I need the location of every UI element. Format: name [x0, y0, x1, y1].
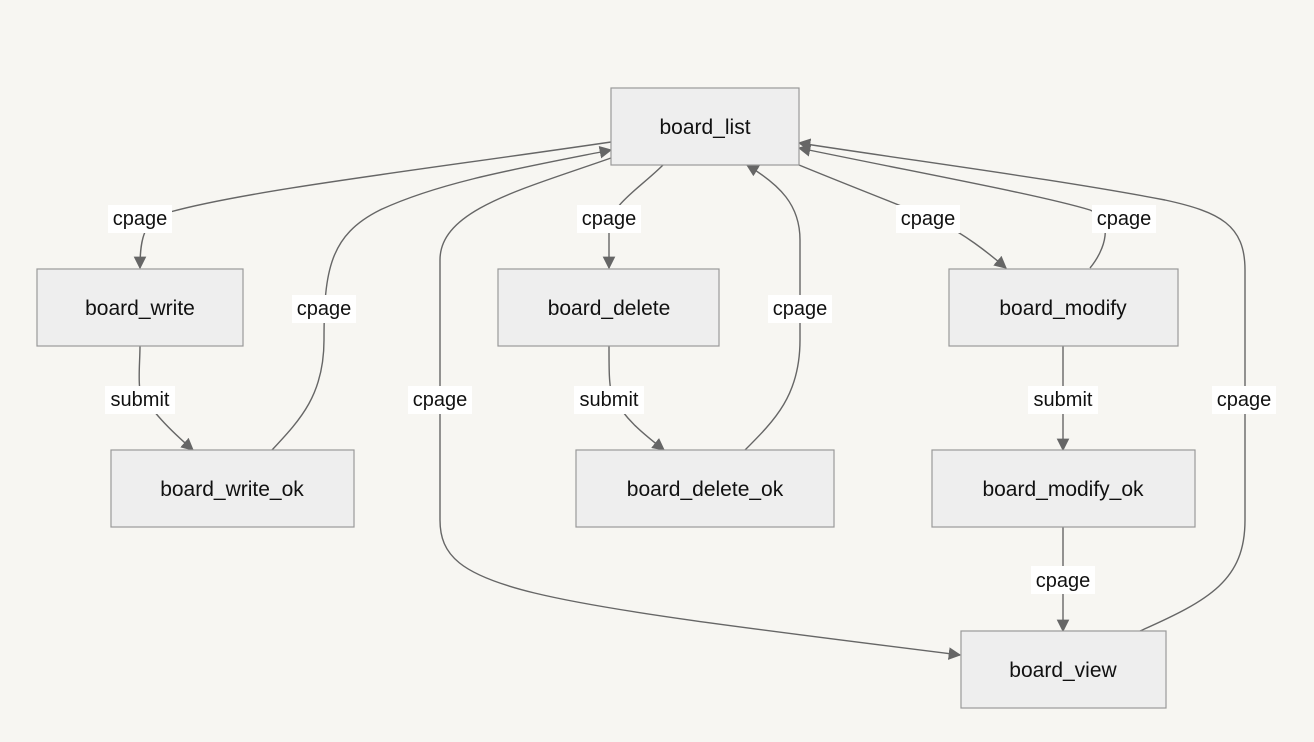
edge-view-to-list — [797, 138, 1246, 632]
svg-text:cpage: cpage — [413, 389, 468, 411]
svg-text:board_write_ok: board_write_ok — [160, 478, 304, 501]
svg-text:submit: submit — [111, 389, 170, 411]
svg-text:cpage: cpage — [773, 298, 828, 320]
edge-label-delete-to-delete-ok: submit — [574, 386, 644, 414]
edge-label-list-to-modify: cpage — [896, 205, 960, 233]
svg-text:board_list: board_list — [659, 116, 750, 139]
edge-delete-ok-to-list — [744, 164, 801, 451]
node-board-view: board_view — [960, 630, 1167, 709]
edge-label-list-to-write: cpage — [108, 205, 172, 233]
edge-label-write-ok-to-list: cpage — [292, 295, 356, 323]
svg-text:board_modify: board_modify — [999, 297, 1127, 320]
svg-text:board_delete_ok: board_delete_ok — [627, 478, 784, 501]
svg-text:cpage: cpage — [582, 208, 637, 230]
edge-write-ok-to-list — [271, 146, 613, 451]
svg-text:cpage: cpage — [1097, 208, 1152, 230]
edge-label-modify-to-list: cpage — [1092, 205, 1156, 233]
edge-label-list-to-delete: cpage — [577, 205, 641, 233]
node-board-delete-ok: board_delete_ok — [575, 449, 835, 528]
svg-text:board_delete: board_delete — [548, 297, 671, 320]
svg-text:cpage: cpage — [297, 298, 352, 320]
svg-text:cpage: cpage — [901, 208, 956, 230]
svg-text:submit: submit — [1034, 389, 1093, 411]
node-board-delete: board_delete — [497, 268, 720, 347]
edge-label-write-to-write-ok: submit — [105, 386, 175, 414]
node-board-write: board_write — [36, 268, 244, 347]
edge-modify-to-list — [797, 144, 1106, 269]
node-board-modify-ok: board_modify_ok — [931, 449, 1196, 528]
svg-text:cpage: cpage — [113, 208, 168, 230]
svg-text:cpage: cpage — [1217, 389, 1272, 411]
node-board-list: board_list — [610, 87, 800, 166]
svg-text:board_view: board_view — [1009, 659, 1117, 682]
svg-text:cpage: cpage — [1036, 570, 1091, 592]
edge-label-list-to-view: cpage — [408, 386, 472, 414]
edge-list-to-view — [439, 157, 962, 660]
svg-text:board_write: board_write — [85, 297, 195, 320]
svg-text:board_modify_ok: board_modify_ok — [982, 478, 1144, 501]
edge-label-view-to-list: cpage — [1212, 386, 1276, 414]
node-board-write-ok: board_write_ok — [110, 449, 355, 528]
edge-label-modify-ok-to-view: cpage — [1031, 566, 1095, 594]
node-board-modify: board_modify — [948, 268, 1179, 347]
edge-label-modify-to-modify-ok: submit — [1028, 386, 1098, 414]
svg-text:submit: submit — [580, 389, 639, 411]
edge-label-delete-ok-to-list: cpage — [768, 295, 832, 323]
edge-list-to-write — [133, 141, 612, 270]
